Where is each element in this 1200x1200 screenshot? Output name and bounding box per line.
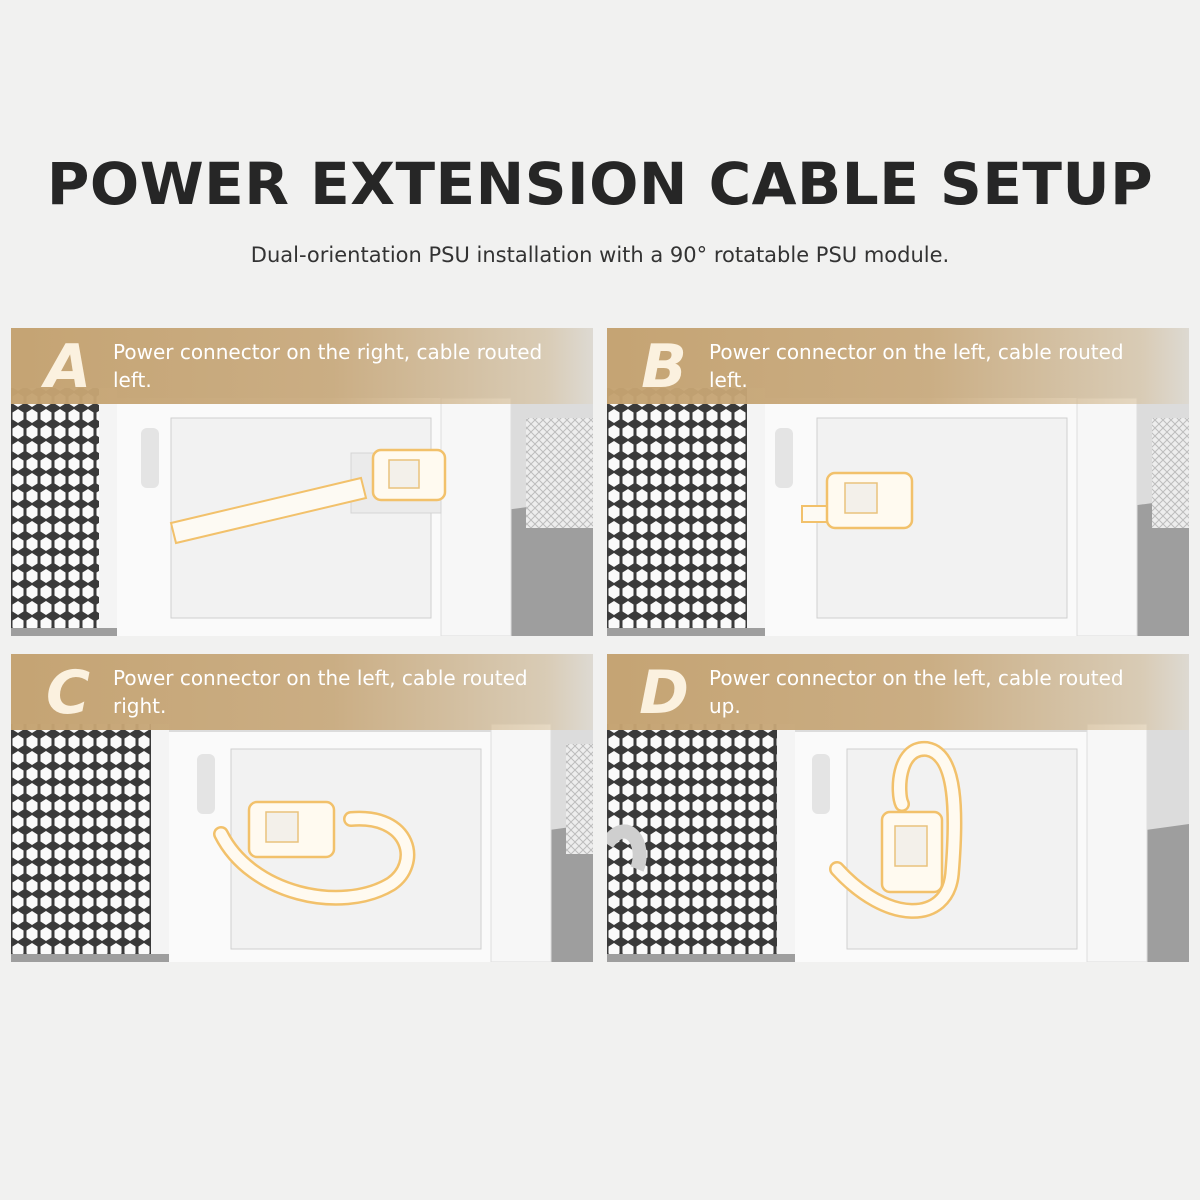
panel-b: B Power connector on the left, cable rou… <box>607 328 1189 636</box>
panel-caption-b: Power connector on the left, cable route… <box>709 340 1124 392</box>
panel-a: A Power connector on the right, cable ro… <box>11 328 593 636</box>
panel-letter-d: D <box>639 658 689 728</box>
panel-letter-c: C <box>45 658 91 728</box>
cable-highlight-a <box>169 448 447 545</box>
page-subtitle: Dual-orientation PSU installation with a… <box>250 243 950 267</box>
panel-c: C Power connector on the left, cable rou… <box>11 654 593 962</box>
panel-caption-c: Power connector on the left, cable route… <box>113 666 528 718</box>
panel-banner-b <box>607 328 1189 404</box>
panel-caption-d: Power connector on the left, cable route… <box>709 666 1124 718</box>
panel-d: D Power connector on the left, cable rou… <box>607 654 1189 962</box>
panel-banner-a <box>11 328 593 404</box>
cable-highlight-c <box>213 800 416 906</box>
page-title: POWER EXTENSION CABLE SETUP <box>46 150 1154 218</box>
panel-caption-a: Power connector on the right, cable rout… <box>113 340 543 392</box>
panel-banner-d <box>607 654 1189 730</box>
panel-banner-c <box>11 654 593 730</box>
cable-highlight-b <box>801 471 914 530</box>
panel-letter-a: A <box>44 332 92 402</box>
cable-highlight-d <box>829 741 963 919</box>
panel-letter-b: B <box>641 332 687 402</box>
